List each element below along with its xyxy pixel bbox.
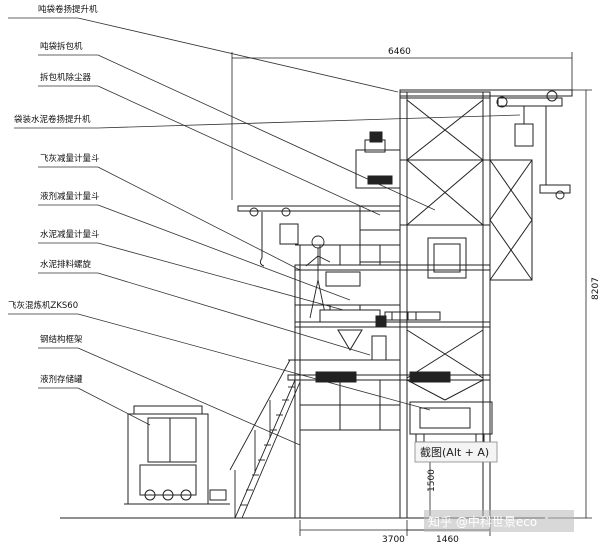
watermark: 知乎 @中科世景eco (424, 510, 574, 532)
dim-bottom-left: 3700 (382, 535, 405, 545)
label-bagged-cement-hoist: 袋装水泥卷扬提升机 (14, 114, 91, 125)
screenshot-tooltip: 截图(Alt + A) (414, 441, 498, 463)
leader-lines (8, 17, 521, 446)
steel-frame (237, 89, 573, 518)
weighing-hoppers (319, 237, 467, 361)
dimension-lines (231, 52, 592, 536)
label-fly-ash-hopper: 飞灰减量计量斗 (40, 153, 100, 164)
svg-text:截图(Alt + A): 截图(Alt + A) (420, 445, 489, 459)
label-cement-discharge-screw: 水泥排料螺旋 (40, 259, 92, 270)
staircase (229, 359, 301, 519)
label-fly-ash-mixer: 飞灰混炼机ZKS60 (8, 300, 78, 311)
unpacker-dust-collector (367, 175, 393, 185)
label-steel-frame: 钢结构框架 (40, 334, 83, 345)
ton-bag-unpacker (355, 131, 401, 263)
label-unpacker-dust-collector: 拆包机除尘器 (40, 72, 92, 83)
label-cement-hopper: 水泥减量计量斗 (40, 229, 100, 240)
label-liquid-storage-tank: 液剂存储罐 (40, 374, 83, 385)
dim-platform-height: 1500 (427, 469, 437, 492)
dim-top-width: 6460 (388, 47, 411, 57)
ton-bag-hoist (249, 207, 299, 267)
svg-text:知乎 @中科世景eco: 知乎 @中科世景eco (428, 514, 537, 529)
label-ton-bag-unpacker: 吨袋拆包机 (40, 41, 83, 52)
dim-bottom-right: 1460 (436, 535, 459, 545)
fly-ash-mixer (315, 371, 493, 443)
cement-discharge-screw (384, 311, 441, 321)
label-liquid-agent-hopper: 液剂减量计量斗 (40, 191, 100, 202)
bagged-cement-hoist (489, 90, 571, 281)
liquid-storage-tank (124, 405, 230, 505)
dim-total-height: 8207 (591, 277, 600, 300)
component-labels: 吨袋卷扬提升机 吨袋拆包机 拆包机除尘器 袋装水泥卷扬提升机 飞灰减量计量斗 液… (8, 4, 100, 385)
label-ton-bag-hoist: 吨袋卷扬提升机 (38, 4, 98, 15)
